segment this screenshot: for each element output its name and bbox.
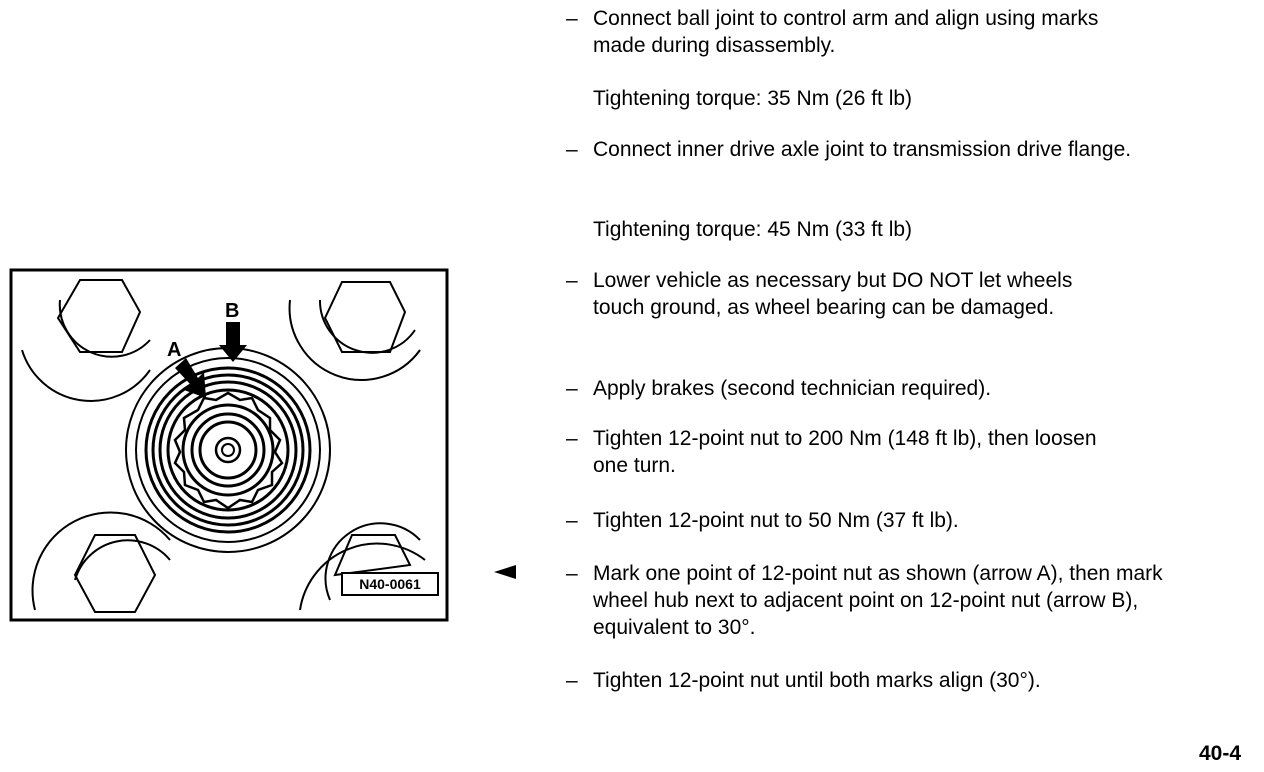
wheel-hub-drawing: B A xyxy=(9,268,449,622)
arrow-a-label: A xyxy=(167,339,181,361)
bullet-dash: – xyxy=(566,138,578,161)
step-text: Tighten 12-point nut to 50 Nm (37 ft lb)… xyxy=(593,509,959,532)
bullet-dash: – xyxy=(566,377,578,400)
bullet-dash: – xyxy=(566,509,578,532)
step-text: Connect ball joint to control arm and al… xyxy=(593,7,1099,57)
bullet-dash: – xyxy=(566,669,578,692)
torque-spec-1: Tightening torque: 35 Nm (26 ft lb) xyxy=(593,87,913,110)
step-text: Tighten 12-point nut until both marks al… xyxy=(593,669,1041,692)
step-text: Lower vehicle as necessary but DO NOT le… xyxy=(593,269,1073,319)
illustration-12-point-nut: B A xyxy=(0,260,460,635)
step-text: Mark one point of 12-point nut as shown … xyxy=(593,562,1163,639)
torque-spec-2: Tightening torque: 45 Nm (33 ft lb) xyxy=(593,218,913,241)
arrow-a xyxy=(175,358,206,398)
pointer-arrow-icon xyxy=(494,565,516,584)
step-text: Apply brakes (second technician required… xyxy=(593,377,992,400)
step-text: Tighten 12-point nut to 200 Nm (148 ft l… xyxy=(593,427,1097,477)
bullet-dash: – xyxy=(566,562,578,585)
page-number: 40-4 xyxy=(1199,742,1242,765)
bullet-dash: – xyxy=(566,269,578,292)
bullet-dash: – xyxy=(566,7,578,30)
bullet-dash: – xyxy=(566,427,578,450)
step-text: Connect inner drive axle joint to transm… xyxy=(593,138,1132,161)
arrow-b xyxy=(219,322,247,362)
arrow-b-label: B xyxy=(225,300,239,322)
figure-number: N40-0061 xyxy=(341,572,439,596)
